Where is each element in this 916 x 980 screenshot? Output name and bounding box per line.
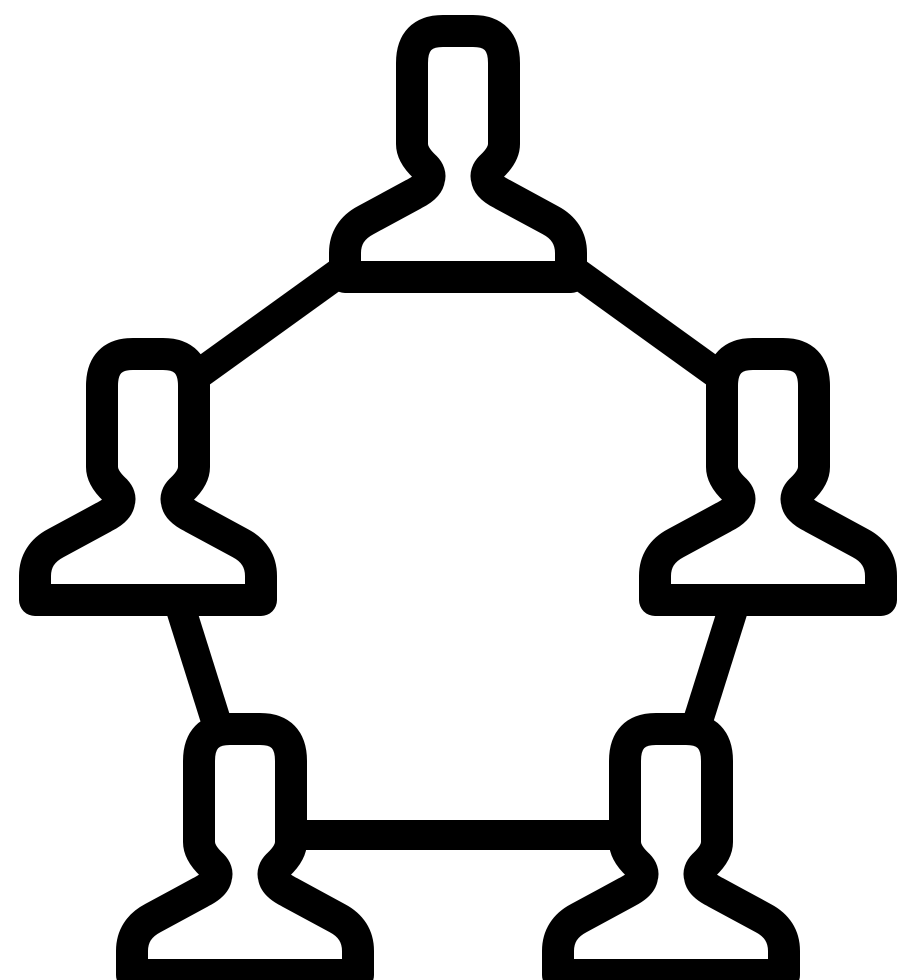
person-icon-bottom-left [132, 729, 358, 975]
person-icon-left [35, 354, 261, 600]
person-icon-bottom-right [558, 729, 784, 975]
person-icon-right [655, 354, 881, 600]
person-icon-top [345, 31, 571, 277]
